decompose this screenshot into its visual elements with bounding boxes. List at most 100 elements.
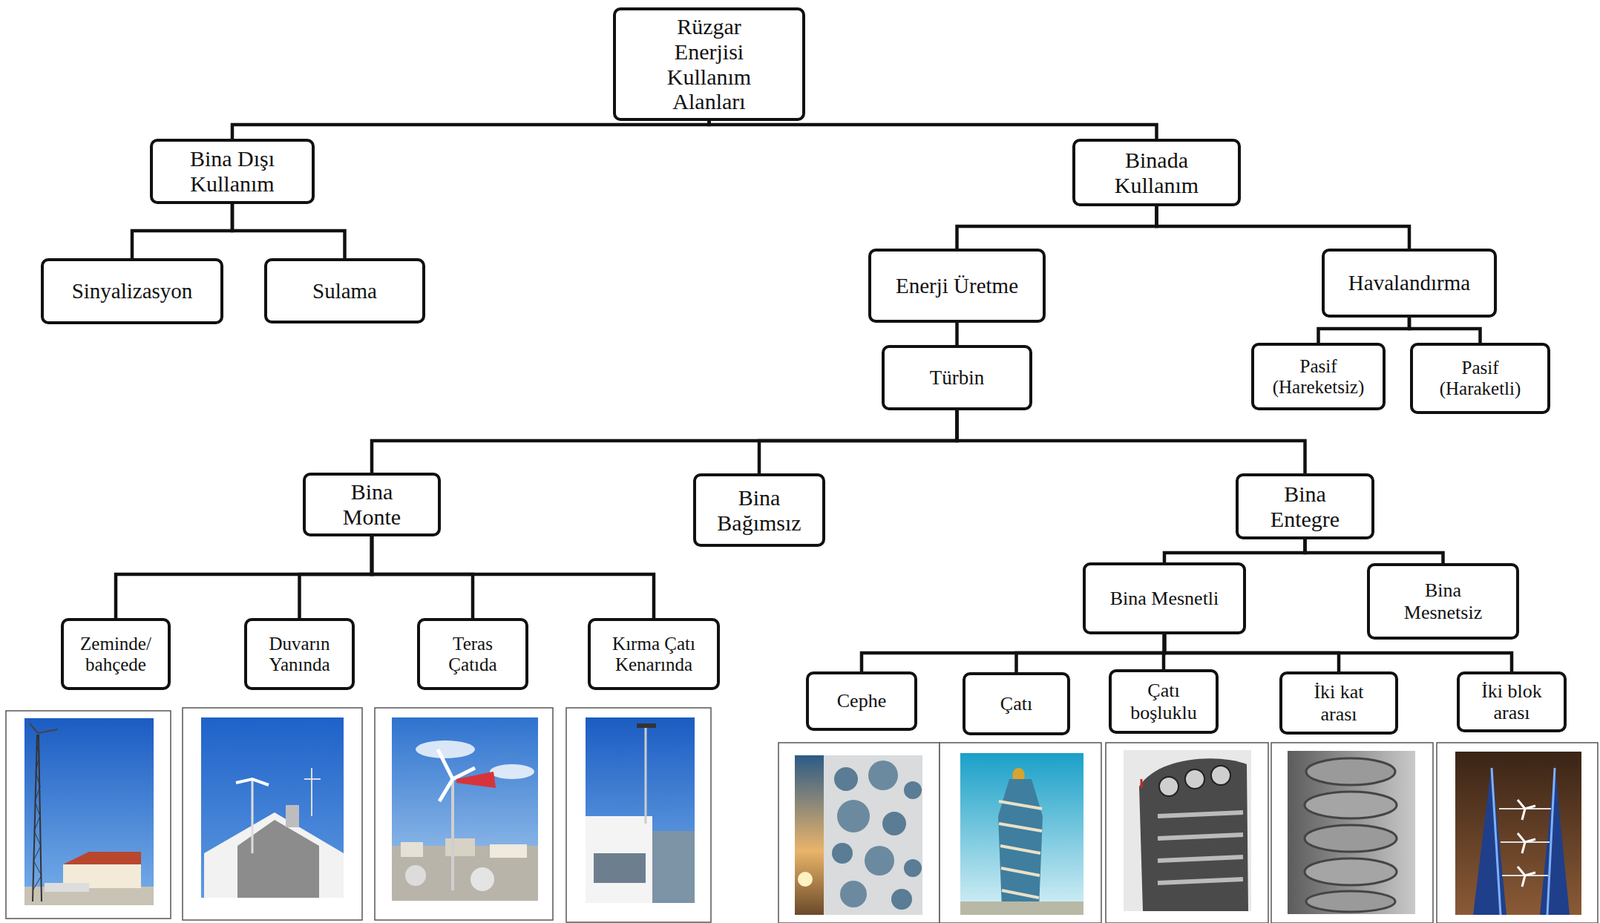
- node-label: Çatı boşluklu: [1119, 679, 1209, 723]
- photo-detail: [1185, 769, 1205, 789]
- photo-detail: [1012, 768, 1025, 780]
- photo-detail: [1157, 812, 1244, 884]
- category-box: Pasif (Hareketsiz): [1251, 342, 1386, 411]
- category-box: İki kat arası: [1279, 671, 1399, 735]
- photo-detail: [1436, 742, 1598, 923]
- photo-detail: [823, 755, 923, 916]
- photo-detail: [1105, 742, 1269, 923]
- tree-connector: [1016, 634, 1166, 673]
- photo-detail: [1539, 764, 1570, 916]
- tree-connector: [371, 410, 958, 473]
- category-box: Sinyalizasyon: [40, 258, 224, 325]
- photo-detail: [837, 800, 870, 833]
- photo-detail: [24, 718, 154, 906]
- photo-detail: [32, 734, 38, 902]
- tree-connector: [115, 536, 372, 619]
- photo-detail: [1140, 779, 1143, 789]
- category-box: Havalandırma: [1321, 248, 1497, 318]
- photo-detail: [998, 801, 1042, 898]
- photo-detail: [285, 805, 300, 828]
- photo-detail: [1287, 751, 1416, 915]
- photo-detail: [1473, 764, 1507, 916]
- photo-detail: [864, 846, 895, 876]
- category-box: Bina Monte: [302, 472, 441, 537]
- photo-detail: [182, 707, 363, 921]
- node-label: Duvarın Yanında: [255, 633, 345, 676]
- photo-detail: [44, 883, 90, 893]
- tree-connector: [957, 206, 1157, 249]
- photo-detail: [32, 742, 42, 891]
- photo-detail: [831, 843, 853, 864]
- photo-roof-gap: [1105, 742, 1269, 923]
- photo-detail: [939, 742, 1102, 923]
- node-label: Bina Bağımsız: [703, 485, 815, 536]
- photo-detail: [960, 753, 1084, 916]
- category-box: Bina Mesnetsiz: [1366, 563, 1520, 640]
- photo-detail: [1491, 768, 1501, 916]
- photo-eave-turbine: [566, 707, 711, 923]
- node-label: Kırma Çatı Kenarında: [598, 633, 710, 676]
- tree-connector: [1318, 317, 1411, 343]
- photo-detail: [235, 779, 269, 786]
- photo-detail: [1306, 891, 1396, 913]
- photo-detail: [585, 717, 695, 904]
- photo-detail: [1517, 800, 1536, 821]
- category-box: Zeminde/ bahçede: [60, 618, 171, 691]
- node-label: Sinyalizasyon: [71, 279, 193, 303]
- photo-detail: [652, 831, 695, 904]
- photo-roof-turbine: [374, 707, 553, 921]
- photo-detail: [593, 853, 646, 884]
- tree-connector: [955, 322, 959, 346]
- node-label: Bina Mesnetsiz: [1387, 579, 1500, 623]
- photo-detail: [778, 742, 940, 923]
- node-label: Bina Monte: [334, 479, 409, 530]
- node-label: İki kat arası: [1294, 681, 1384, 725]
- node-label: Pasif (Haraketli): [1424, 357, 1537, 400]
- photo-detail: [1271, 742, 1434, 923]
- node-label: Bina Mesnetli: [1110, 587, 1220, 610]
- tree-connector: [371, 536, 473, 619]
- node-label: Teras Çatıda: [428, 633, 518, 676]
- photo-detail: [1123, 750, 1252, 912]
- photo-detail: [405, 865, 426, 887]
- category-box: Cephe: [805, 671, 918, 731]
- photo-detail: [37, 729, 58, 734]
- tree-connector: [1164, 634, 1512, 672]
- tree-connector: [957, 410, 1306, 474]
- tree-connector: [232, 120, 710, 139]
- photo-detail: [1139, 758, 1249, 912]
- node-label: Rüzgar Enerjisi Kullanım Alanları: [646, 14, 773, 114]
- photo-detail: [5, 710, 171, 919]
- node-label: Türbin: [929, 366, 985, 389]
- photo-detail: [29, 723, 38, 734]
- category-box: İki blok arası: [1456, 671, 1567, 733]
- photo-detail: [63, 851, 142, 865]
- category-box: Çatı: [962, 672, 1071, 736]
- photo-detail: [451, 779, 455, 891]
- node-label: Cephe: [837, 690, 887, 712]
- photo-detail: [998, 779, 1043, 910]
- photo-detail: [566, 707, 711, 923]
- node-label: Havalandırma: [1348, 270, 1471, 295]
- tree-connector: [1305, 539, 1444, 564]
- category-box: Bina Dışı Kullanım: [149, 138, 315, 205]
- photo-detail: [903, 781, 922, 800]
- photo-detail: [445, 838, 475, 857]
- node-label: Bina Entegre: [1249, 481, 1362, 532]
- photo-detail: [456, 771, 496, 789]
- photo-detail: [1159, 776, 1179, 797]
- tree-connector: [232, 204, 346, 259]
- photo-detail: [644, 727, 648, 824]
- photo-detail: [237, 820, 320, 898]
- photo-block-gap: [1436, 742, 1598, 923]
- node-label: Çatı: [1000, 693, 1033, 715]
- tree-connector: [299, 536, 373, 619]
- photo-detail: [903, 859, 922, 878]
- tree-connector: [709, 120, 1157, 139]
- photo-detail: [1211, 765, 1231, 786]
- photo-floor-gap: [1271, 742, 1434, 923]
- category-box: Teras Çatıda: [417, 618, 529, 691]
- photo-detail: [1306, 758, 1396, 786]
- photo-detail: [960, 901, 1084, 916]
